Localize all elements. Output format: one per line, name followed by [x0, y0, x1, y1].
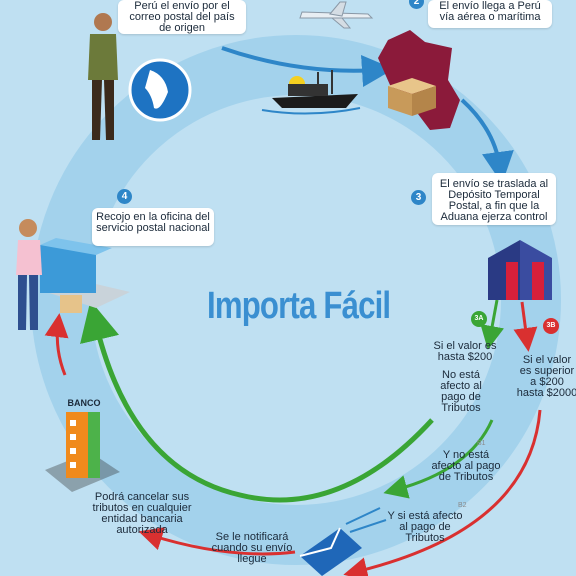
inner-circle — [106, 110, 486, 490]
arrow-envelope-to-bank — [138, 527, 296, 556]
step-1-bubble — [118, 0, 246, 34]
step-1-text: Perú el envío por el correo postal del p… — [129, 0, 235, 34]
arrow-b1 — [383, 419, 494, 499]
step-3-bubble — [432, 173, 556, 225]
step-4-text: Recojo en la oficina del servicio postal… — [96, 211, 210, 234]
woman-icon — [16, 219, 42, 330]
office-building-icon — [40, 238, 130, 313]
person-icon — [88, 13, 118, 140]
branch-3a-tax: No está afecto al pago de Tributos — [440, 369, 482, 414]
branch-3a-value: Si el valor es hasta $200 — [433, 340, 497, 363]
badge-3b: 3B — [543, 318, 559, 334]
arrow-1-to-2 — [221, 46, 394, 87]
branch-3b-value: Si el valor es superior a $200 hasta $20… — [516, 354, 576, 399]
arrow-bank-to-4 — [44, 313, 69, 376]
bank-building-icon — [45, 412, 120, 492]
step-3-number: 3 — [411, 190, 426, 205]
step-2-bubble — [428, 0, 552, 28]
arrow-3a-to-4 — [80, 300, 434, 503]
page-title: Importa Fácil — [207, 285, 391, 327]
ship-icon — [261, 70, 361, 115]
envelope-icon — [299, 507, 387, 576]
badge-b2: B2 — [458, 502, 467, 509]
bank-text: Podrá cancelar sus tributos en cualquier… — [92, 491, 192, 536]
badge-b1: B1 — [477, 440, 486, 447]
step-3-text: El envío se traslada al Depósito Tempora… — [439, 178, 549, 223]
warehouse-icon — [488, 240, 552, 300]
step-2-number: 2 — [409, 0, 424, 9]
globe-icon — [128, 58, 192, 122]
step-2-text: El envío llega a Perú vía aérea o maríti… — [439, 0, 541, 23]
badge-3a: 3A — [471, 311, 487, 327]
b2-text: Y si está afecto al pago de Tributos — [387, 510, 463, 544]
arrow-3b — [513, 301, 538, 352]
arrow-b2 — [343, 409, 542, 576]
arrow-2-to-3 — [460, 98, 514, 184]
notify-text: Se le notificará cuando su envío llegue — [211, 531, 293, 565]
arrow-3a — [480, 299, 504, 350]
airplane-icon — [299, 1, 374, 29]
b1-text: Y no está afecto al pago de Tributos — [431, 449, 501, 483]
bank-label: BANCO — [67, 398, 101, 408]
step-4-bubble — [92, 208, 214, 246]
step-4-number: 4 — [117, 189, 132, 204]
package-icon — [388, 78, 436, 116]
peru-map-icon — [378, 30, 460, 130]
